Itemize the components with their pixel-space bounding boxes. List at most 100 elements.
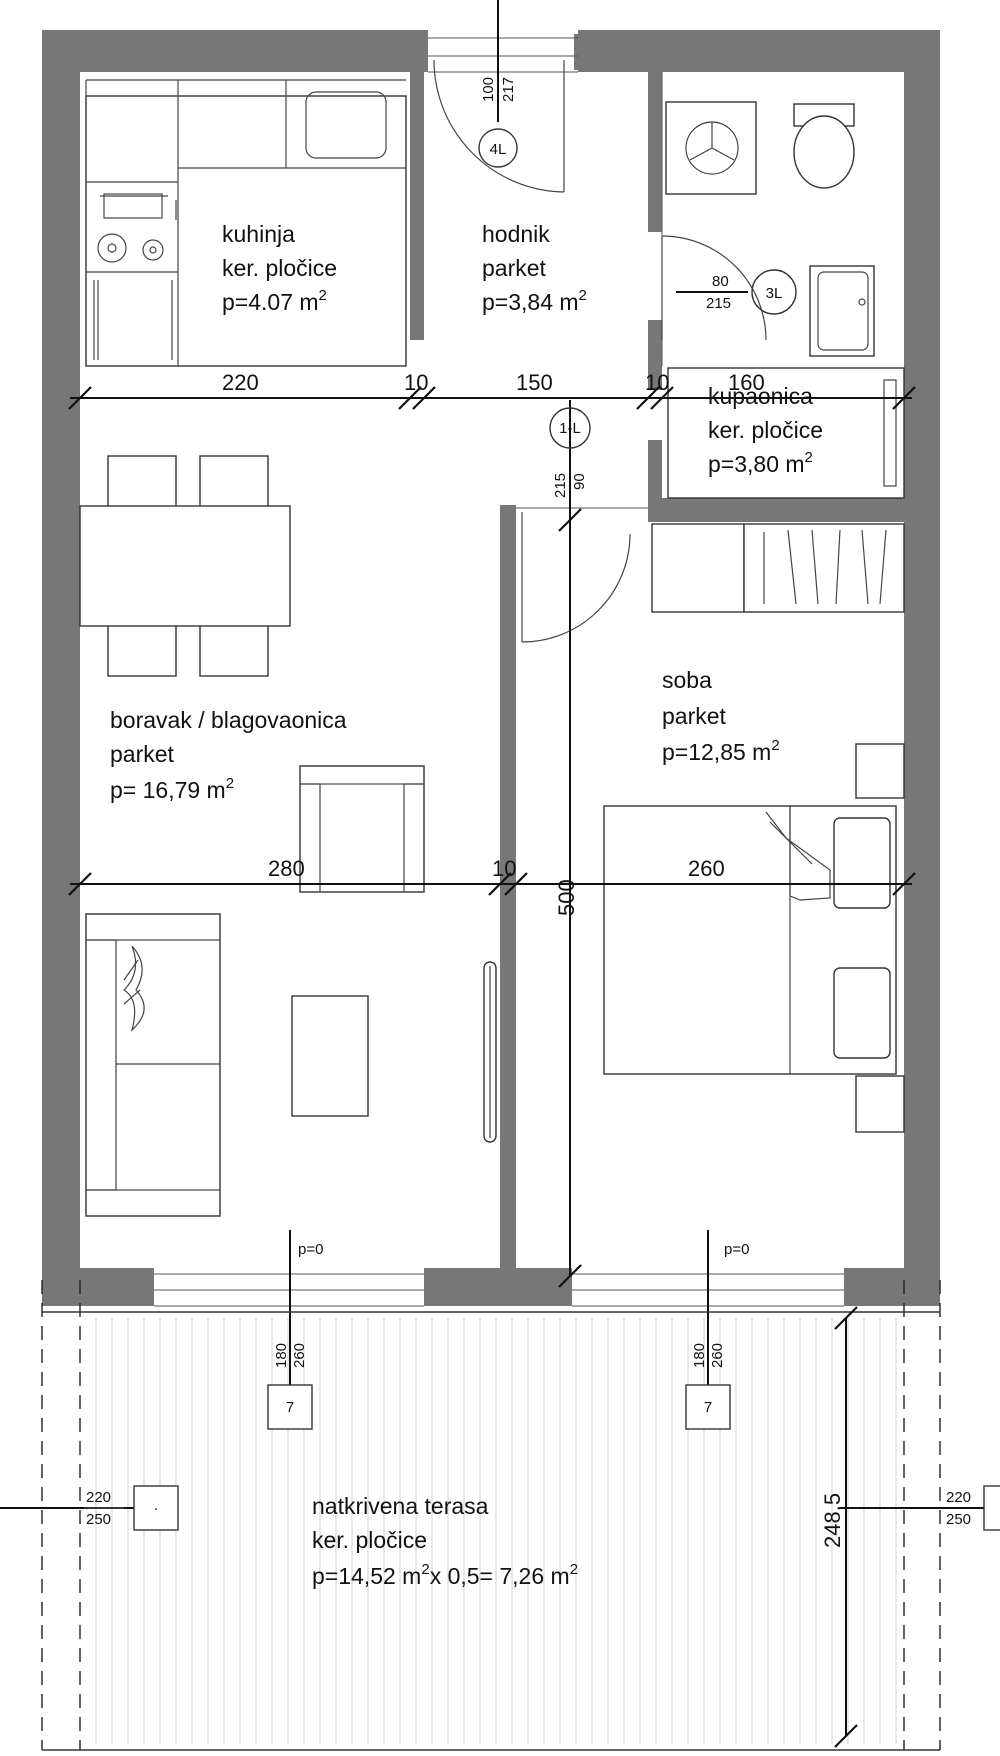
living-area-line: p= 16,79 m2 bbox=[110, 775, 234, 803]
dimension-tick bbox=[892, 386, 916, 410]
window-side-dims: 220 250 220 250 bbox=[84, 1485, 1000, 1531]
dim-top-150: 150 bbox=[516, 370, 553, 395]
window-right-frame bbox=[572, 1230, 844, 1385]
hall-area: p=3,84 m bbox=[482, 289, 579, 315]
living-area-sup: 2 bbox=[226, 775, 234, 792]
dimension-tick bbox=[636, 386, 660, 410]
dim-top-160: 160 bbox=[728, 370, 765, 395]
room-terrace-label: natkrivena terasa ker. pločice p=14,52 m… bbox=[312, 1493, 578, 1589]
kitchen-area-sup: 2 bbox=[319, 287, 327, 304]
door-4l-height: 217 bbox=[500, 77, 517, 102]
room-kitchen-label: kuhinja ker. pločice p=4.07 m2 bbox=[222, 221, 337, 315]
dimension-lines bbox=[68, 291, 916, 1748]
door-3l-tag: 3L 80 215 bbox=[706, 269, 797, 315]
dim-vertical-500: 500 bbox=[554, 879, 579, 916]
terrace-floor: ker. pločice bbox=[312, 1527, 427, 1553]
dim-top-220: 220 bbox=[222, 370, 259, 395]
window-left-frame bbox=[154, 1230, 424, 1385]
door-4l-tag-text: 4L bbox=[490, 141, 507, 158]
room-living-label: boravak / blagovaonica parket p= 16,79 m… bbox=[110, 707, 347, 803]
door-1l-width: 90 bbox=[571, 473, 588, 490]
terrace-area-line: p=14,52 m2x 0,5= 7,26 m2 bbox=[312, 1561, 578, 1589]
dim-top-10b: 10 bbox=[645, 370, 669, 395]
dim-mid-260: 260 bbox=[688, 856, 725, 881]
dimension-tick bbox=[504, 872, 528, 896]
window-7-right-width: 180 bbox=[691, 1343, 708, 1368]
window-left-height: 250 bbox=[86, 1511, 111, 1528]
door-1l-tag-text: 1-L bbox=[559, 420, 581, 437]
entrance-opening bbox=[428, 0, 578, 193]
bedroom-door bbox=[516, 507, 648, 643]
dim-terrace-depth: 248.5 bbox=[820, 1493, 845, 1548]
living-floor: parket bbox=[110, 741, 175, 767]
window-7-left-tag-text: 7 bbox=[286, 1399, 294, 1416]
bedroom-floor: parket bbox=[662, 703, 727, 729]
hall-floor: parket bbox=[482, 255, 547, 281]
dimension-tick bbox=[68, 386, 92, 410]
door-4l-tag: 4L 100 217 bbox=[478, 77, 518, 168]
door-3l-tag-text: 3L bbox=[766, 285, 783, 302]
window-7-left-sill: p=0 bbox=[298, 1241, 323, 1258]
door-3l-width: 80 bbox=[712, 273, 729, 290]
bedroom-area: p=12,85 m bbox=[662, 739, 771, 765]
interior-walls bbox=[410, 72, 904, 1280]
window-7-right-tag-text: 7 bbox=[704, 1399, 712, 1416]
exterior-walls bbox=[42, 30, 940, 1306]
window-7-left-height: 260 bbox=[291, 1343, 308, 1368]
dimension-tick bbox=[558, 508, 582, 532]
dimension-tick bbox=[558, 1264, 582, 1288]
window-7-right-sill: p=0 bbox=[724, 1241, 749, 1258]
terrace-area-b-sup: 2 bbox=[570, 1561, 578, 1578]
kitchen-counter bbox=[85, 79, 407, 367]
double-bed bbox=[603, 743, 905, 1133]
terrace-name: natkrivena terasa bbox=[312, 1493, 489, 1519]
window-left-width: 220 bbox=[86, 1489, 111, 1506]
coffee-table bbox=[291, 995, 369, 1117]
bath-area-line: p=3,80 m2 bbox=[708, 449, 813, 477]
door-3l-height: 215 bbox=[706, 295, 731, 312]
terrace-area-a-sup: 2 bbox=[421, 1561, 429, 1578]
window-7-right-tag: 7 180 260 p=0 bbox=[685, 1241, 749, 1430]
room-bath-label: kupaonica ker. pločice p=3,80 m2 bbox=[708, 383, 823, 477]
terrace-decking bbox=[40, 1308, 958, 1744]
hall-name: hodnik bbox=[482, 221, 550, 247]
dimension-labels: 220 10 150 10 160 280 10 260 500 248.5 bbox=[222, 370, 845, 1548]
living-area: p= 16,79 m bbox=[110, 777, 226, 803]
dim-top-10a: 10 bbox=[404, 370, 428, 395]
dim-mid-10: 10 bbox=[492, 856, 516, 881]
window-7-left-tag: 7 180 260 p=0 bbox=[267, 1241, 323, 1430]
window-right-height: 250 bbox=[946, 1511, 971, 1528]
armchair bbox=[299, 765, 425, 893]
door-1l-tag: 1-L 215 90 bbox=[549, 407, 591, 498]
bath-name: kupaonica bbox=[708, 383, 813, 409]
dimension-tick bbox=[68, 872, 92, 896]
dimension-tick bbox=[892, 872, 916, 896]
sofa bbox=[85, 913, 221, 1217]
window-7-left-width: 180 bbox=[273, 1343, 290, 1368]
dimension-tick bbox=[834, 1724, 858, 1748]
kitchen-floor: ker. pločice bbox=[222, 255, 337, 281]
room-hall-label: hodnik parket p=3,84 m2 bbox=[482, 221, 587, 315]
window-left-symbol: · bbox=[154, 1500, 159, 1517]
bath-area: p=3,80 m bbox=[708, 451, 805, 477]
hall-area-line: p=3,84 m2 bbox=[482, 287, 587, 315]
kitchen-area: p=4.07 m bbox=[222, 289, 319, 315]
kitchen-area-line: p=4.07 m2 bbox=[222, 287, 327, 315]
dimension-tick bbox=[412, 386, 436, 410]
room-bedroom-label: soba parket p=12,85 m2 bbox=[662, 667, 780, 765]
living-name: boravak / blagovaonica bbox=[110, 707, 347, 733]
window-7-right-height: 260 bbox=[709, 1343, 726, 1368]
terrace-area-a: p=14,52 m bbox=[312, 1563, 421, 1589]
tv-unit bbox=[483, 961, 497, 1143]
dimension-tick bbox=[834, 1306, 858, 1330]
bedroom-name: soba bbox=[662, 667, 712, 693]
hall-area-sup: 2 bbox=[579, 287, 587, 304]
bedroom-area-sup: 2 bbox=[771, 737, 779, 754]
kitchen-name: kuhinja bbox=[222, 221, 295, 247]
terrace-outline bbox=[41, 1280, 941, 1751]
dimension-tick bbox=[650, 386, 674, 410]
bath-door bbox=[661, 235, 767, 341]
dimension-tick bbox=[398, 386, 422, 410]
terrace-area-b: x 0,5= 7,26 m bbox=[430, 1563, 570, 1589]
